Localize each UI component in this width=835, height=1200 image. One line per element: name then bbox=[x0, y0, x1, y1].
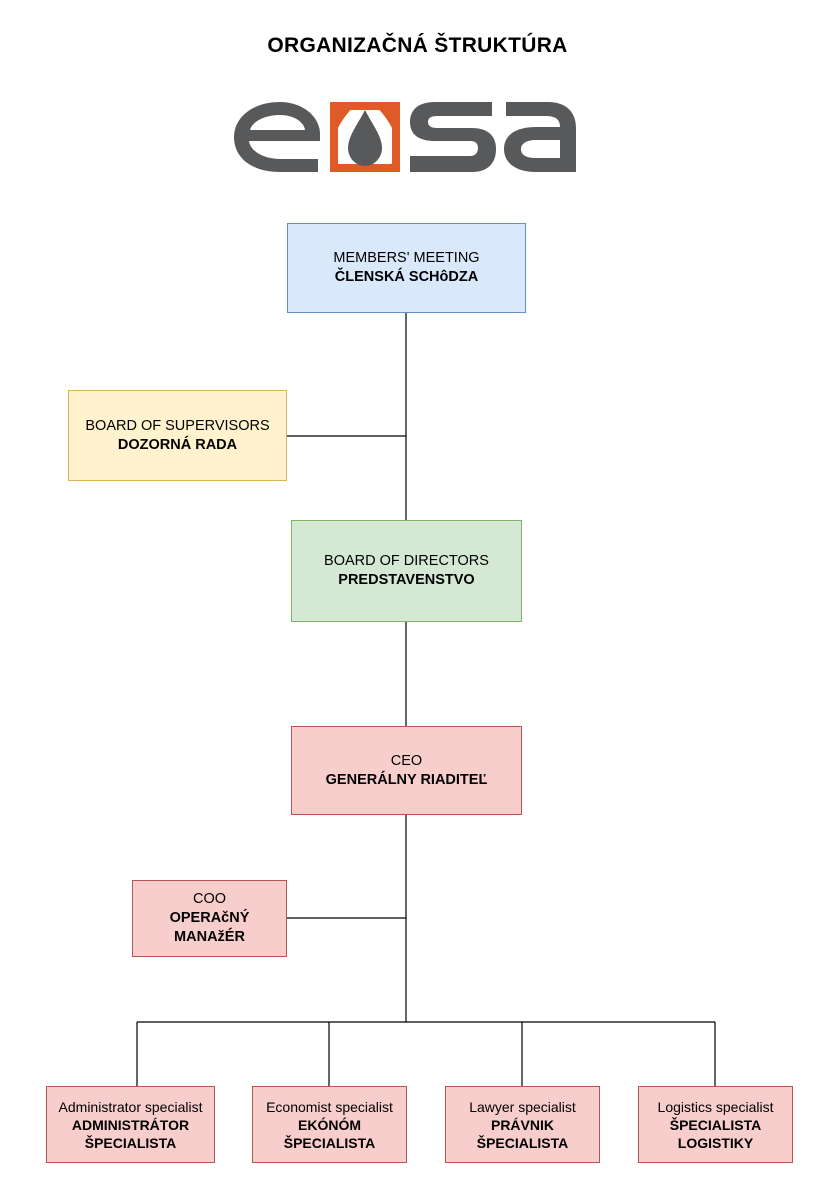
node-label-en: MEMBERS' MEETING bbox=[333, 250, 480, 266]
node-label-en: BOARD OF SUPERVISORS bbox=[85, 417, 270, 434]
node-label-sk: PRÁVNIK ŠPECIALISTA bbox=[476, 1116, 569, 1151]
node-administrator-specialist: Administrator specialist ADMINISTRÁTOR Š… bbox=[46, 1086, 215, 1163]
node-logistics-specialist: Logistics specialist ŠPECIALISTA LOGISTI… bbox=[638, 1086, 793, 1163]
node-label-en: Economist specialist bbox=[266, 1098, 393, 1115]
eosa-logo bbox=[234, 102, 576, 172]
logo-letter-o-drop bbox=[330, 102, 400, 172]
node-label-sk: ŠPECIALISTA LOGISTIKY bbox=[669, 1116, 762, 1151]
node-board-of-supervisors: BOARD OF SUPERVISORS DOZORNÁ RADA bbox=[68, 390, 287, 481]
node-label-en: CEO bbox=[390, 752, 423, 769]
node-label-sk: EKÓNÓM ŠPECIALISTA bbox=[283, 1116, 376, 1151]
node-label-en: BOARD OF DIRECTORS bbox=[324, 553, 489, 569]
node-label-en: COO bbox=[192, 891, 227, 907]
node-label-sk: OPERAčNÝ MANAžÉR bbox=[169, 910, 250, 945]
node-label-en: Logistics specialist bbox=[657, 1098, 774, 1115]
logo-letter-e bbox=[234, 102, 320, 172]
node-label-en: Administrator specialist bbox=[58, 1098, 203, 1115]
node-label-en: Lawyer specialist bbox=[469, 1098, 576, 1115]
node-label-sk: ADMINISTRÁTOR ŠPECIALISTA bbox=[71, 1116, 190, 1151]
node-label-sk: PREDSTAVENSTVO bbox=[338, 572, 475, 588]
logo-letter-s bbox=[410, 102, 496, 172]
page-title: ORGANIZAČNÁ ŠTRUKTÚRA bbox=[267, 34, 568, 57]
node-members-meeting: MEMBERS' MEETING ČLENSKÁ SCHôDZA bbox=[287, 223, 526, 313]
node-label-sk: GENERÁLNY RIADITEĽ bbox=[325, 771, 488, 788]
node-board-of-directors: BOARD OF DIRECTORS PREDSTAVENSTVO bbox=[291, 520, 522, 622]
node-economist-specialist: Economist specialist EKÓNÓM ŠPECIALISTA bbox=[252, 1086, 407, 1163]
node-coo: COO OPERAčNÝ MANAžÉR bbox=[132, 880, 287, 957]
node-ceo: CEO GENERÁLNY RIADITEĽ bbox=[291, 726, 522, 815]
node-lawyer-specialist: Lawyer specialist PRÁVNIK ŠPECIALISTA bbox=[445, 1086, 600, 1163]
logo-letter-a bbox=[504, 102, 576, 172]
node-label-sk: DOZORNÁ RADA bbox=[117, 436, 238, 453]
node-label-sk: ČLENSKÁ SCHôDZA bbox=[334, 269, 479, 285]
